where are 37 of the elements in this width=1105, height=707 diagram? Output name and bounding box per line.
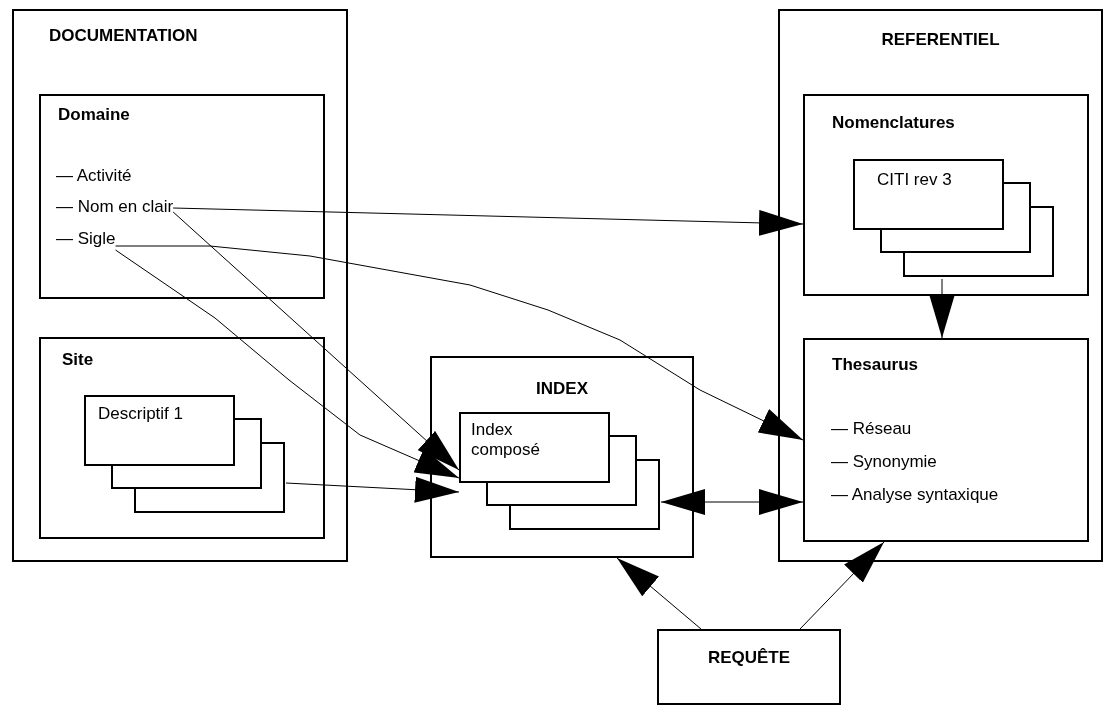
section-box	[39, 94, 325, 299]
query-box	[657, 629, 841, 705]
box-heading: Nomenclatures	[832, 112, 955, 134]
document-stack	[853, 159, 1055, 279]
group-frame	[12, 9, 348, 562]
box-heading: Site	[62, 349, 94, 371]
section-box	[430, 356, 694, 558]
list-item: — Synonymie	[831, 451, 938, 473]
box-heading: REFERENTIEL	[880, 29, 1001, 51]
box-heading: Thesaurus	[832, 354, 918, 376]
box-heading: Domaine	[58, 104, 130, 126]
list-item: — Sigle	[56, 228, 116, 250]
box-heading: DOCUMENTATION	[49, 25, 198, 47]
box-heading: INDEX	[535, 378, 589, 400]
box-heading: REQUÊTE	[706, 647, 792, 669]
card-label: CITI rev 3	[877, 169, 952, 191]
arrow	[616, 557, 702, 630]
group-frame	[778, 9, 1103, 562]
arrow	[660, 489, 804, 515]
section-box	[803, 94, 1089, 296]
list-item: — Nom en clair	[56, 196, 174, 218]
list-item: — Analyse syntaxique	[831, 484, 999, 506]
arrow	[115, 249, 460, 479]
card-label: Descriptif 1	[98, 403, 184, 425]
document-stack	[84, 395, 286, 513]
card-label: Index composé	[471, 420, 541, 460]
list-item: — Activité	[56, 165, 132, 187]
section-box	[39, 337, 325, 539]
section-box	[803, 338, 1089, 542]
list-item: — Réseau	[831, 418, 913, 440]
arrow	[285, 476, 460, 503]
arrow	[115, 245, 804, 441]
arrow	[172, 207, 804, 236]
arrow	[799, 541, 885, 630]
arrow	[172, 211, 460, 471]
arrow	[929, 278, 955, 339]
document-stack	[459, 412, 661, 531]
